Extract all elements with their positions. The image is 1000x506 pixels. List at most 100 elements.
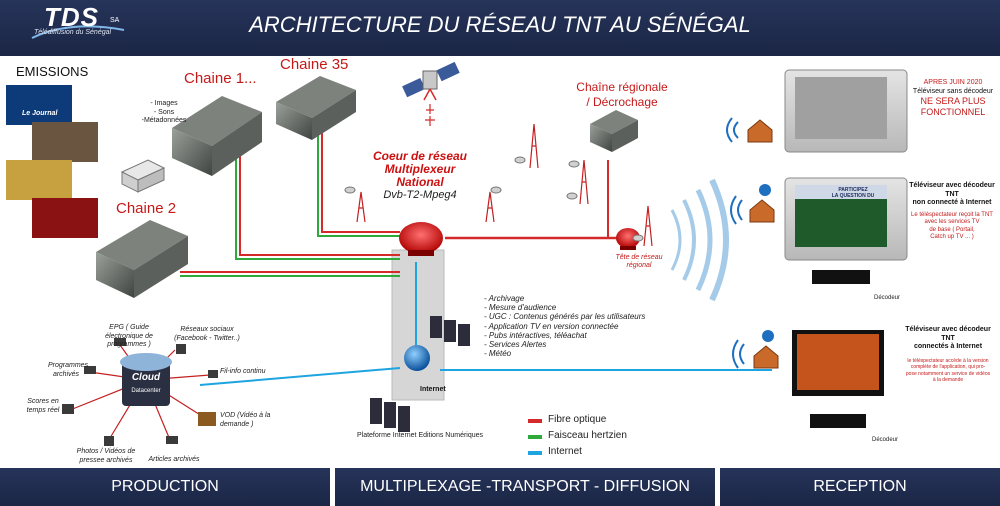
house-icons: [747, 119, 779, 369]
tv-decoder-online: [792, 330, 884, 428]
tv2-title2: TNT: [945, 190, 959, 198]
link-chain2: [180, 271, 400, 277]
tv-decoder-offline: [784, 177, 908, 284]
content-item: - Images: [150, 100, 178, 107]
logo-swoosh-icon: [31, 25, 125, 39]
tv3-title2: TNT: [941, 334, 955, 342]
service-item: - Services Alertes: [484, 340, 547, 350]
tv3-desc4: à la demande: [932, 377, 964, 383]
logo-text: TDS: [44, 2, 99, 32]
tnt-logo-icons: [759, 184, 774, 342]
internet-label: Internet: [420, 386, 446, 393]
tv3-title3: connectés à Internet: [913, 343, 983, 350]
tv2-desc1: Le téléspectateur reçoit la TNT: [911, 211, 993, 218]
core-codec: Dvb-T2-Mpeg4: [383, 189, 457, 201]
footer-middle: MULTIPLEXAGE -TRANSPORT - DIFFUSION: [335, 468, 715, 506]
tv2-desc3: de base ( Portail,: [929, 226, 975, 233]
tv2-screen-line2: LA QUESTION DU: [831, 193, 875, 199]
service-item: - Mesure d'audience: [484, 303, 557, 313]
link-chain35: [317, 130, 400, 237]
internet-to-cloud: [199, 367, 401, 386]
emission-thumbnails: [6, 85, 98, 238]
legend-fibre: Fibre optique: [548, 414, 607, 425]
emissions-label: EMISSIONS: [16, 64, 89, 79]
tv2-desc2: avec les services TV: [924, 219, 980, 225]
internet-globe-icon: [404, 345, 430, 371]
content-item: - Sons: [153, 108, 175, 116]
dish-icons: [344, 156, 644, 242]
core-line3: National: [396, 175, 444, 189]
core-label: Coeur de réseau Multiplexeur National Dv…: [355, 150, 485, 202]
building-chain1-icon: [172, 96, 262, 176]
tv3-desc1: le téléspectateur accède à la version: [907, 357, 989, 364]
national-head-icon: [399, 222, 443, 256]
content-items: - Images - Sons -Métadonnées: [134, 100, 194, 126]
node-scores: Scores en temps réel: [26, 398, 60, 414]
chain1-label: Chaine 1...: [184, 70, 257, 87]
satellite-icon: [402, 61, 460, 101]
regional-title2: / Décrochage: [586, 95, 658, 109]
chain2-label: Chaine 2: [116, 200, 177, 217]
building-chain2-icon: [96, 220, 188, 298]
satellite-beam: [425, 104, 435, 126]
node-social: Réseaux sociaux (Facebook - Twitter..): [174, 326, 240, 342]
regional-head-line2: régional: [626, 262, 652, 269]
tv1-notice-warning1: NE SERA PLUS: [920, 96, 986, 106]
tv2-title1: Téléviseur avec décodeur: [909, 182, 995, 189]
building-chain35-icon: [276, 76, 356, 140]
service-item: - Archivage: [484, 294, 525, 303]
cloud-datacenter-icon: [120, 353, 172, 406]
journal-label: Le Journal: [22, 110, 58, 117]
decoder-label-1: Décodeur: [874, 295, 901, 301]
logo-sa: SA: [110, 17, 120, 24]
node-articles: Articles archivés: [148, 456, 200, 463]
tv2-title3: non connecté à Internet: [912, 199, 992, 206]
tv2-screen-line1: PARTICIPEZ: [838, 187, 868, 193]
tv1-notice-warning2: FONCTIONNEL: [920, 107, 986, 117]
logo-subtitle: Télédiffusion du Sénégal: [34, 29, 112, 36]
tv1-notice-date: APRES JUIN 2020: [923, 79, 983, 86]
platform-label: Plateforme Internet Editions Numériques: [356, 432, 484, 439]
broadcast-waves: [670, 178, 729, 302]
receiver-waves: [726, 117, 745, 369]
chain35-label: Chaine 35: [280, 56, 349, 73]
tv3-info: Téléviseur avec décodeur TNT connectés à…: [898, 326, 998, 384]
cloud-subtitle: Datacenter: [131, 388, 161, 394]
regional-label: Chaîne régionale / Décrochage: [552, 80, 692, 110]
cloud-device-icons: [62, 338, 218, 446]
service-item: - Pubs intéractives, téléachat: [484, 330, 587, 340]
decoder-label-2: Décodeur: [872, 437, 899, 443]
node-archived-programs: Programmes archivés: [48, 362, 89, 378]
node-vod: VOD (Vidéo à la demande ): [220, 412, 271, 428]
regional-head-icon: [616, 228, 640, 250]
core-line2: Multiplexeur: [384, 162, 456, 176]
regional-head-line1: Tête de réseau: [615, 254, 663, 261]
page-title: ARCHITECTURE DU RÉSEAU TNT AU SÉNÉGAL: [249, 12, 751, 37]
content-item: -Métadonnées: [141, 117, 187, 124]
services-list: - Archivage - Mesure d'audience - UGC : …: [484, 294, 684, 358]
footer-reception: RECEPTION: [720, 468, 1000, 506]
regional-title1: Chaîne régionale: [576, 80, 668, 94]
tv-without-decoder: [784, 69, 908, 153]
legend-swatches: [528, 419, 542, 455]
core-line1: Coeur de réseau: [372, 149, 468, 163]
tower-icons: [356, 123, 653, 247]
tv2-info: Téléviseur avec décodeur TNT non connect…: [906, 182, 998, 242]
tv3-desc3: pose notamment un service de vidéos: [905, 370, 991, 377]
node-photos: Photos / Vidéos de pressee archivés: [76, 448, 136, 464]
service-item: - UGC : Contenus générés par les utilisa…: [484, 312, 646, 322]
link-chain1: [235, 150, 400, 260]
server-rack-icon: [370, 316, 470, 432]
tv2-desc4: Catch up TV ... ): [930, 234, 974, 240]
tv3-title1: Téléviseur avec décodeur: [905, 326, 991, 333]
tv1-notice: APRES JUIN 2020 Téléviseur sans décodeur…: [910, 78, 996, 118]
node-epg: EPG ( Guide électronique de programmes ): [105, 324, 153, 348]
tv3-desc2: complète de l'application, qui pro-: [910, 364, 986, 370]
legend-internet: Internet: [548, 446, 582, 457]
service-item: - Météo: [484, 349, 512, 359]
node-info: Fil-info continu: [220, 368, 266, 375]
tv2-screen-text: PARTICIPEZ LA QUESTION DU: [820, 187, 886, 199]
ob-truck-icon: [120, 159, 166, 193]
regional-head-label: Tête de réseau régional: [604, 254, 674, 270]
